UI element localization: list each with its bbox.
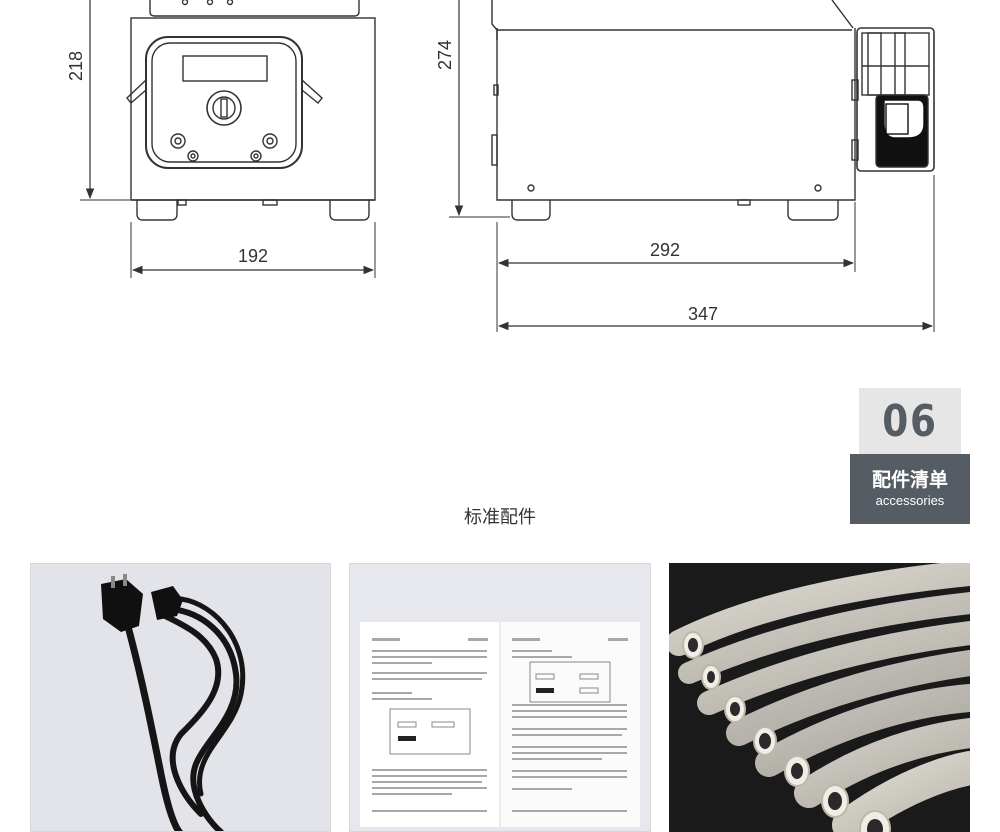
side-body-width-label: 292 (650, 240, 680, 260)
side-height-dimension: 274 (435, 0, 510, 218)
silicone-tubing-image (669, 563, 970, 832)
front-width-label: 192 (238, 246, 268, 266)
front-height-dimension: 218 (66, 0, 130, 201)
side-body-width-dimension: 292 (496, 202, 856, 332)
front-view (126, 0, 376, 221)
user-manual-image (360, 622, 640, 827)
side-view (491, 0, 935, 221)
power-cord-image (101, 574, 246, 831)
section-number: 06 (859, 388, 961, 454)
dimension-drawing: 218 192 (66, 0, 935, 332)
section-badge-title: 配件清单 accessories (850, 454, 970, 524)
silicone-tubing-photo (669, 563, 970, 832)
power-cord-photo (30, 563, 331, 832)
side-height-label: 274 (435, 40, 455, 70)
section-title-cn: 配件清单 (871, 469, 948, 491)
side-total-width-dimension: 347 (497, 175, 935, 332)
standard-accessories-heading: 标准配件 (464, 507, 536, 528)
side-total-width-label: 347 (688, 304, 718, 324)
section-title-en: accessories (875, 493, 945, 508)
section-badge: 06 配件清单 accessories (850, 388, 970, 524)
front-width-dimension: 192 (130, 222, 376, 278)
front-height-label: 218 (66, 51, 86, 81)
user-manual-photo (349, 563, 651, 832)
